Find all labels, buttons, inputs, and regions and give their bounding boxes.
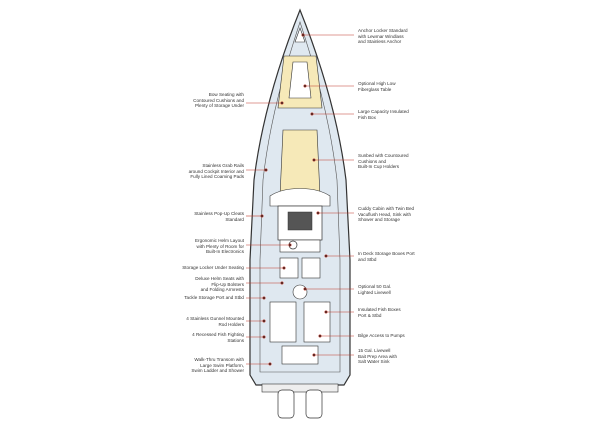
callout-storage-locker: Storage Locker Under Seating	[182, 265, 244, 270]
callout-fighting-stations: 4 Recessed Fish Fighting Stations	[192, 332, 244, 343]
callout-gunnel-rod-holders: 4 Stainless Gunnel Mounted Rod Holders	[186, 316, 244, 327]
callout-pop-up-cleats: Stainless Pop-Up Cleats Standard	[194, 211, 244, 222]
livewell-50	[292, 284, 308, 300]
callout-bow-seating: Bow Seating with Contoured Cushions and …	[193, 92, 244, 109]
sunbed	[279, 129, 321, 197]
motor-stbd	[305, 389, 323, 419]
motor-port	[277, 389, 295, 419]
console-windshield	[269, 188, 331, 207]
callout-insulated-fish-boxes: Insulated Fish Boxes Port & Stbd	[358, 307, 401, 318]
cabin-hatch	[287, 211, 313, 231]
leaders-right	[301, 33, 354, 357]
callout-anchor-locker: Anchor Locker Standard with Lewmar Windl…	[358, 28, 408, 45]
callout-helm-seats: Deluxe Helm Seats with Flip-Up Bolsters …	[195, 276, 244, 293]
callout-insulated-fish-box: Large Capacity Insulated Fish Box	[358, 109, 409, 120]
callout-in-deck-storage: In Deck Storage Boxes Port and Stbd	[358, 251, 415, 262]
callout-cuddy-cabin: Cuddy Cabin with Twin Bed Vacuflush Head…	[358, 206, 415, 223]
callout-livewell-15: 15 Gal. Livewell Bait Prep Area with Sal…	[358, 348, 398, 365]
helm-seat-stbd	[301, 257, 321, 279]
callout-hi-low-table: Optional High Low Fiberglass Table	[358, 81, 396, 92]
callout-tackle-storage: Tackle Storage Port and Stbd	[184, 295, 244, 300]
callout-livewell-50: Optional 50 Gal. Lighted Livewell	[358, 284, 392, 295]
swim-platform	[261, 383, 339, 393]
fish-box-stbd	[303, 301, 331, 343]
helm-dash	[279, 239, 321, 253]
callout-sunbed: Sunbed with Countoured Cushions and Buil…	[358, 153, 409, 170]
callout-bilge-access: Bilge Access to Pumps	[358, 333, 405, 338]
callout-helm-layout: Ergonomic Helm Layout with Plenty of Roo…	[194, 238, 244, 255]
hi-low-table	[288, 61, 312, 99]
fish-box-port	[269, 301, 297, 343]
leaders-left	[246, 101, 292, 366]
callout-walk-thru-transom: Walk-Thru Transom with Large Swim Platfo…	[191, 357, 244, 374]
callout-grab-rails: Stainless Grab Rails around Cockpit Inte…	[188, 163, 244, 180]
